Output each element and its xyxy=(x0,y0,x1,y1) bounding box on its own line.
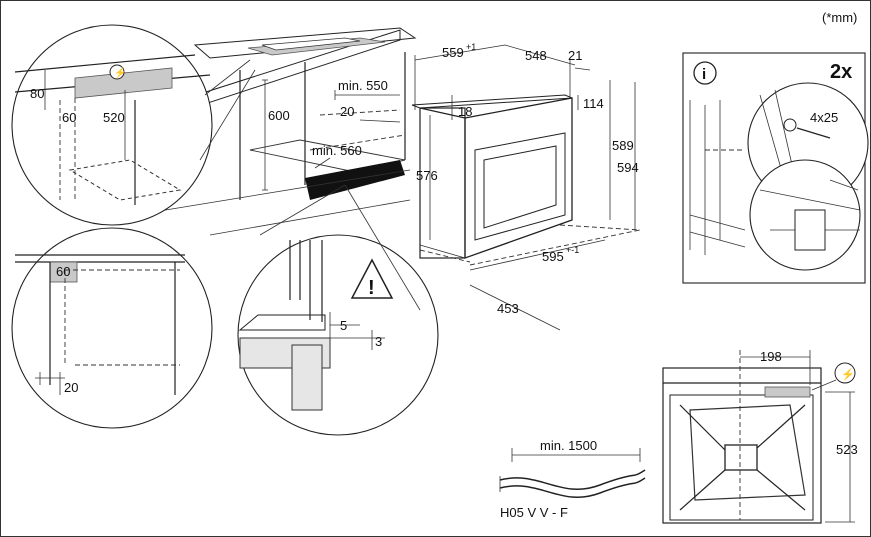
oven-drawing xyxy=(411,44,641,331)
cabinet-dim-min560: min. 560 xyxy=(312,143,362,158)
oven-dim-595-tol: +-1 xyxy=(566,245,579,255)
info-box: i xyxy=(682,52,869,284)
hob-dim-80: 80 xyxy=(30,86,44,101)
svg-text:⚡: ⚡ xyxy=(841,368,855,381)
cable-drawing xyxy=(499,448,646,498)
side-dim-60: 60 xyxy=(56,264,70,279)
warning-detail-circle: ! xyxy=(237,184,439,436)
oven-dim-576: 576 xyxy=(416,168,438,183)
info-screw-size: 4x25 xyxy=(810,110,838,125)
svg-text:!: ! xyxy=(368,277,375,299)
back-view-drawing: ⚡ xyxy=(662,350,856,524)
cable-type: H05 V V - F xyxy=(500,505,568,520)
oven-dim-114: 114 xyxy=(583,96,604,111)
hob-detail-circle: ⚡ xyxy=(11,24,256,226)
back-dim-198: 198 xyxy=(760,349,782,364)
back-dim-523: 523 xyxy=(836,442,858,457)
cabinet-dim-600: 600 xyxy=(268,108,290,123)
oven-dim-548: 548 xyxy=(525,48,547,63)
hob-dim-60: 60 xyxy=(62,110,76,125)
oven-dim-595: 595 xyxy=(542,249,564,264)
cabinet-dim-20: 20 xyxy=(340,104,354,119)
unit-note: (*mm) xyxy=(822,10,857,25)
oven-dim-559-tol: +1 xyxy=(466,42,476,52)
warning-dim-3: 3 xyxy=(375,334,382,349)
info-count: 2x xyxy=(830,61,852,83)
oven-dim-453: 453 xyxy=(497,301,519,316)
side-detail-circle xyxy=(11,227,213,429)
oven-dim-559: 559 xyxy=(442,45,464,60)
oven-dim-18: 18 xyxy=(458,104,472,119)
svg-text:⚡: ⚡ xyxy=(114,66,126,79)
svg-text:i: i xyxy=(702,66,706,83)
cabinet-dim-min550: min. 550 xyxy=(338,78,388,93)
warning-dim-5: 5 xyxy=(340,318,347,333)
oven-dim-21: 21 xyxy=(568,48,582,63)
cable-length: min. 1500 xyxy=(540,438,597,453)
oven-dim-594: 594 xyxy=(617,160,639,175)
hob-dim-520: 520 xyxy=(103,110,125,125)
oven-dim-589: 589 xyxy=(612,138,634,153)
side-dim-20: 20 xyxy=(64,380,78,395)
